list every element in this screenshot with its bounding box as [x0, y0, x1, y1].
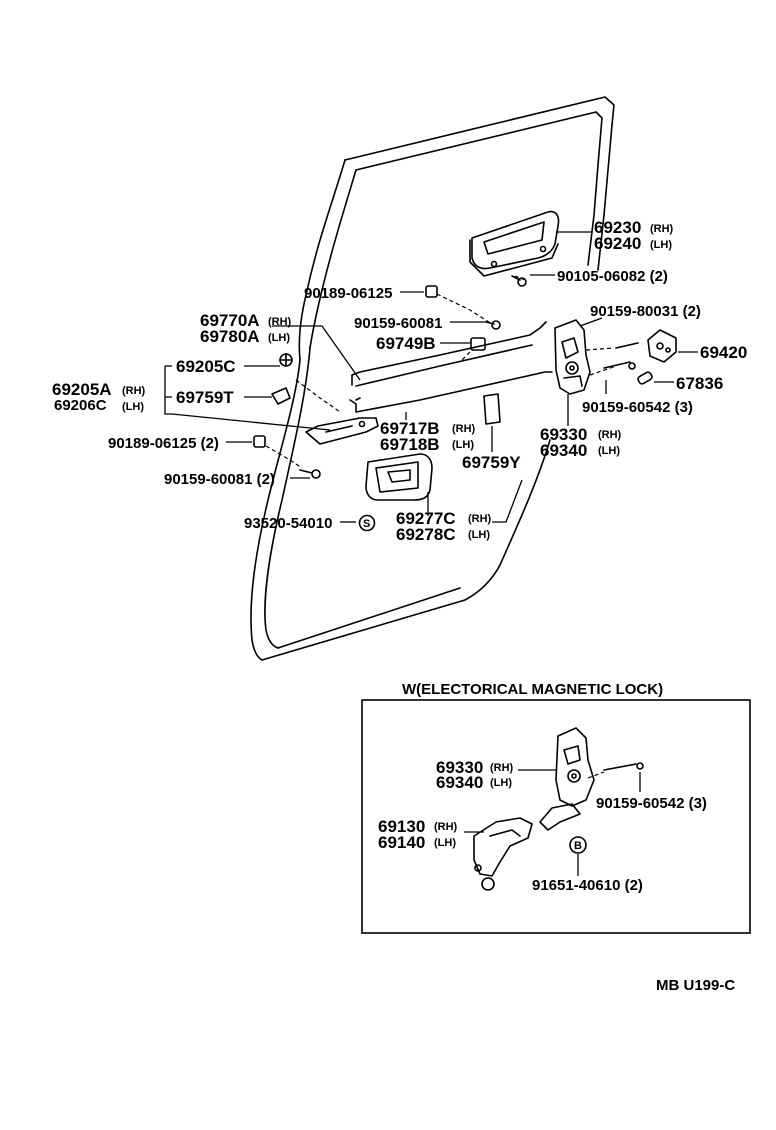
callout-69230: 69230 (RH) [594, 218, 674, 237]
svg-text:69240: 69240 [594, 234, 641, 253]
outside-handle-part [469, 210, 560, 277]
svg-text:(RH): (RH) [268, 316, 292, 328]
door-outline [250, 96, 615, 661]
callout-69759y: 69759Y [462, 453, 521, 472]
svg-text:69770A: 69770A [200, 311, 260, 330]
inset-callout-69330: 69330 (RH) [436, 758, 514, 777]
inset-callout-69130: 69130 (RH) [378, 817, 458, 836]
callout-69340: 69340 (LH) [540, 441, 620, 460]
svg-text:69277C: 69277C [396, 509, 456, 528]
inset-actuator [473, 817, 533, 891]
svg-text:69330: 69330 [540, 425, 587, 444]
assembly-dash-lines [265, 275, 617, 469]
inside-handle-bezel [365, 453, 433, 501]
callout-69277c: 69277C (RH) [396, 509, 492, 528]
svg-text:69330: 69330 [436, 758, 483, 777]
svg-text:69130: 69130 [378, 817, 425, 836]
callout-69718b: 69718B (LH) [380, 435, 474, 454]
callout-90189-06125: 90189-06125 [304, 285, 392, 302]
callout-90159-80031: 90159-80031 (2) [590, 303, 701, 320]
svg-text:69780A: 69780A [200, 327, 260, 346]
leader-lines [164, 231, 698, 523]
svg-text:(RH): (RH) [650, 223, 674, 235]
callout-69717b: 69717B (RH) [380, 419, 476, 438]
inset-title: W(ELECTORICAL MAGNETIC LOCK) [402, 681, 663, 698]
svg-text:69340: 69340 [436, 773, 483, 792]
callout-69749b: 69749B [376, 334, 436, 353]
svg-text:69205A: 69205A [52, 380, 112, 399]
callout-69205a: 69205A (RH) [52, 380, 146, 399]
callout-69780a: 69780A (LH) [200, 327, 290, 346]
svg-text:S: S [363, 518, 370, 530]
svg-text:(LH): (LH) [468, 529, 490, 541]
svg-text:(RH): (RH) [490, 762, 514, 774]
inset-callout-69340: 69340 (LH) [436, 773, 512, 792]
inset-leaders [464, 769, 641, 876]
control-rods [349, 321, 553, 413]
callout-90159-60081: 90159-60081 [354, 315, 442, 332]
svg-text:(LH): (LH) [650, 239, 672, 251]
spacer-67836 [637, 371, 653, 385]
callout-69420: 69420 [700, 343, 747, 362]
callout-69206c: 69206C (LH) [54, 397, 144, 414]
callout-90189-06125-2: 90189-06125 (2) [108, 435, 219, 452]
svg-text:(LH): (LH) [268, 332, 290, 344]
fasteners [253, 275, 527, 479]
callout-69278c: 69278C (LH) [396, 525, 490, 544]
lock-screw [603, 361, 631, 369]
callout-90105-06082: 90105-06082 (2) [557, 268, 668, 285]
svg-text:93520-54010: 93520-54010 [244, 515, 332, 532]
svg-text:69278C: 69278C [396, 525, 456, 544]
callout-90159-60542: 90159-60542 (3) [582, 399, 693, 416]
svg-text:(RH): (RH) [452, 423, 476, 435]
protector-69759y [483, 393, 501, 425]
door-lock-assembly [554, 319, 591, 395]
inset-frame [361, 699, 751, 934]
svg-text:(LH): (LH) [434, 837, 456, 849]
callout-67836: 67836 [676, 374, 723, 393]
svg-text:B: B [574, 840, 582, 852]
inset-callout-69140: 69140 (LH) [378, 833, 456, 852]
svg-text:69340: 69340 [540, 441, 587, 460]
callout-69330: 69330 (RH) [540, 425, 622, 444]
diagram-code: MB U199-C [656, 977, 735, 994]
callout-69759t: 69759T [176, 388, 234, 407]
inset-dash [587, 771, 605, 779]
svg-text:69230: 69230 [594, 218, 641, 237]
inset-screw-head [636, 762, 644, 770]
inside-handle-part [305, 417, 379, 445]
door-striker [647, 329, 677, 363]
svg-text:(LH): (LH) [490, 777, 512, 789]
svg-text:69140: 69140 [378, 833, 425, 852]
svg-text:69717B: 69717B [380, 419, 440, 438]
svg-text:(LH): (LH) [598, 445, 620, 457]
svg-text:69718B: 69718B [380, 435, 440, 454]
symbol-s-circle [358, 514, 376, 532]
svg-text:(LH): (LH) [122, 401, 144, 413]
inset-callout-91651-40610: 91651-40610 (2) [532, 877, 643, 894]
callout-93520-54010: 93520-54010 S [244, 514, 376, 532]
svg-text:(RH): (RH) [434, 821, 458, 833]
inset-callout-90159-60542: 90159-60542 (3) [596, 795, 707, 812]
svg-text:(RH): (RH) [468, 513, 492, 525]
striker-screw [615, 342, 639, 349]
callout-69205c: 69205C [176, 357, 236, 376]
inset-lock-assembly [539, 727, 595, 831]
svg-text:(RH): (RH) [598, 429, 622, 441]
inset-screw [603, 763, 637, 771]
lock-screw-head [628, 362, 636, 370]
inset-symbol-b: B [569, 836, 587, 854]
callout-90159-60081-2: 90159-60081 (2) [164, 471, 275, 488]
callout-69770a: 69770A (RH) [200, 311, 292, 330]
callout-69240: 69240 (LH) [594, 234, 672, 253]
svg-text:(RH): (RH) [122, 385, 146, 397]
svg-text:(LH): (LH) [452, 439, 474, 451]
svg-text:69206C: 69206C [54, 397, 107, 414]
